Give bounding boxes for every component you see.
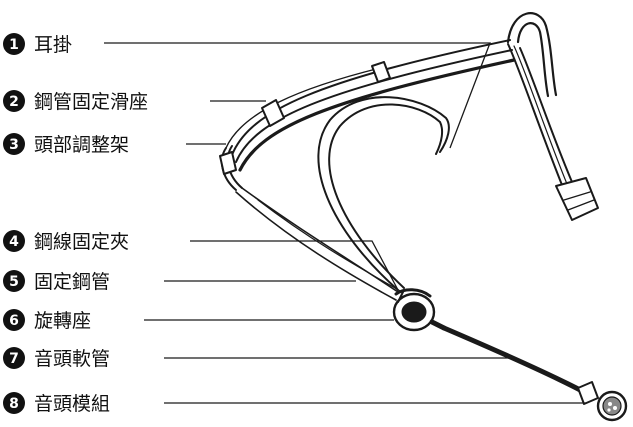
badge-4-number: 4	[9, 234, 19, 250]
badge-5	[3, 270, 25, 292]
badge-2	[3, 90, 25, 112]
leader-4	[190, 240, 399, 291]
headband	[225, 39, 516, 172]
callout-2: 2 鋼管固定滑座	[3, 90, 266, 113]
badge-8	[3, 392, 25, 414]
badge-1-number: 1	[9, 37, 19, 53]
callout-4: 4 鋼線固定夾	[3, 230, 399, 291]
badge-3	[3, 133, 25, 155]
ear-hook	[506, 12, 558, 98]
callout-3: 3 頭部調整架	[3, 133, 226, 156]
mic-capsule	[577, 381, 628, 422]
badge-5-number: 5	[9, 274, 19, 290]
inner-wire-loop	[317, 96, 450, 291]
label-3-text: 頭部調整架	[34, 134, 129, 156]
badge-3-number: 3	[9, 137, 19, 153]
callouts: 1 耳掛 2 鋼管固定滑座 3 頭部調整架 4 鋼線固定夾 5	[3, 33, 586, 415]
slide-block	[261, 61, 391, 127]
badge-6	[3, 309, 25, 331]
callout-5: 5 固定鋼管	[3, 270, 356, 293]
badge-7	[3, 347, 25, 369]
badge-2-number: 2	[9, 94, 19, 110]
label-2-text: 鋼管固定滑座	[34, 91, 148, 113]
right-arm	[507, 43, 573, 186]
leader-1	[104, 42, 491, 149]
badge-4	[3, 230, 25, 252]
support-wires	[235, 187, 403, 301]
headset-illustration	[219, 12, 628, 422]
clip-swivel	[392, 288, 436, 332]
head-adjuster	[219, 145, 243, 191]
gooseneck-boom	[429, 319, 587, 395]
label-6-text: 旋轉座	[34, 310, 91, 332]
callout-8: 8 音頭模組	[3, 392, 586, 415]
label-7-text: 音頭軟管	[34, 348, 110, 370]
badge-8-number: 8	[9, 396, 19, 412]
label-8-text: 音頭模組	[34, 393, 110, 415]
end-block	[555, 177, 599, 221]
callout-6: 6 旋轉座	[3, 309, 394, 332]
callout-7: 7 音頭軟管	[3, 347, 514, 370]
label-4-text: 鋼線固定夾	[34, 231, 129, 253]
callout-1: 1 耳掛	[3, 33, 491, 149]
badge-6-number: 6	[9, 313, 19, 329]
label-5-text: 固定鋼管	[34, 271, 110, 293]
label-1-text: 耳掛	[34, 34, 72, 56]
badge-7-number: 7	[9, 351, 19, 367]
badge-1	[3, 33, 25, 55]
